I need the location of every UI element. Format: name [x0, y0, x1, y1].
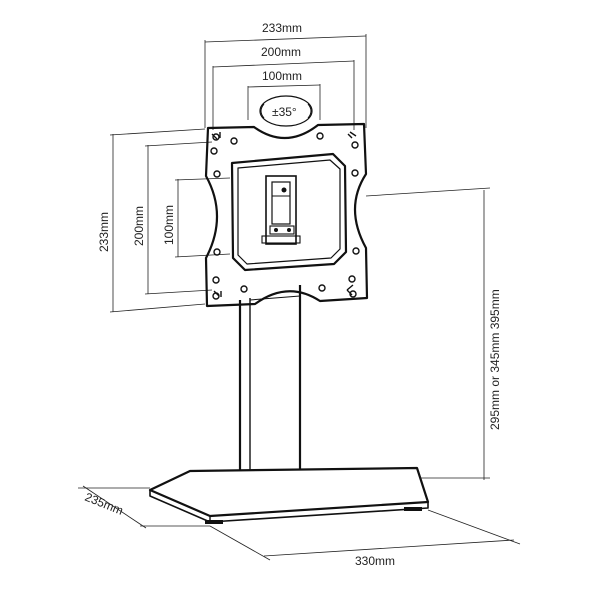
label-base-depth: 235mm [83, 490, 125, 518]
bracket-screw-2 [274, 228, 278, 232]
vesa-plate-outline [204, 122, 369, 308]
top-dimension-lines [204, 34, 367, 130]
dim-left-100-top-ext [174, 177, 231, 181]
tilt-bracket [261, 175, 301, 245]
bracket-base [261, 235, 301, 244]
hole-tr-outer [351, 141, 359, 149]
dim-left-200-top-ext [144, 141, 213, 147]
slot-tr [347, 131, 357, 139]
base-foot-left [205, 520, 223, 524]
bracket-screw-3 [287, 228, 291, 232]
hole-l-100-bot [213, 248, 221, 256]
tilt-angle-badge: ±35° [259, 95, 313, 127]
stand-base [148, 466, 430, 524]
base-depth-dimension [78, 485, 210, 529]
vesa-mounting-plate [204, 122, 369, 308]
hole-br-200 [318, 284, 326, 292]
label-left-200: 200mm [132, 206, 146, 246]
slot-bl [213, 290, 222, 297]
label-left-233: 233mm [97, 212, 111, 252]
base-top-face [148, 466, 430, 518]
hole-r-100-top [351, 169, 359, 177]
hole-bl-200b [240, 285, 248, 293]
base-width-dimension [209, 509, 521, 561]
tilt-arrow-right-icon [307, 103, 312, 119]
label-top-100: 100mm [262, 69, 302, 83]
tilt-angle-label: ±35° [272, 105, 297, 119]
dim-200-top-line [212, 60, 355, 68]
column-top-edge [249, 295, 301, 301]
bracket-screw-1 [281, 187, 287, 193]
stand-column [238, 285, 302, 486]
base-foot-right [404, 507, 422, 511]
hole-tr-200 [316, 132, 324, 140]
tilt-arrow-left-icon [260, 103, 265, 119]
dim-233-top-line [204, 35, 367, 43]
dim-left-100-bottom-ext [174, 253, 231, 258]
dim-left-200-bottom-ext [144, 289, 213, 295]
slot-tl [211, 132, 221, 140]
dim-width-right-ext [427, 509, 521, 545]
hole-tl-200b [210, 147, 218, 155]
dim-width-line [263, 539, 515, 557]
hole-tl-outer [212, 133, 220, 141]
label-left-100: 100mm [162, 205, 176, 245]
vesa-inner-frame [230, 152, 348, 272]
dim-left-233-top-ext [109, 128, 206, 136]
right-dimension-lines [365, 187, 491, 480]
dim-width-left-ext [209, 525, 271, 561]
hole-br-outer [348, 275, 356, 283]
bracket-clamp [269, 225, 295, 235]
hole-r-100-bot [352, 247, 360, 255]
vesa-inner-frame-edge [237, 159, 341, 265]
bracket-body [265, 175, 297, 245]
dim-height-top-ext [365, 187, 491, 197]
hole-l-100-top [213, 170, 221, 178]
hole-bl-200 [212, 276, 220, 284]
tilt-badge-outline [259, 95, 313, 127]
label-top-200: 200mm [261, 45, 301, 59]
dim-left-233-bottom-ext [109, 303, 206, 313]
label-stand-height: 295mm or 345mm 395mm [488, 289, 502, 430]
label-base-width: 330mm [355, 554, 395, 568]
corner-slots [211, 131, 357, 297]
dim-depth-line [82, 485, 147, 529]
vesa-holes [210, 132, 360, 300]
hole-br-corner [349, 290, 357, 298]
dim-100-top-line [247, 84, 321, 88]
bracket-window [271, 181, 291, 225]
label-top-233: 233mm [262, 21, 302, 35]
left-dimension-lines [109, 128, 231, 313]
slot-br [346, 284, 354, 296]
hole-tl-200 [230, 137, 238, 145]
